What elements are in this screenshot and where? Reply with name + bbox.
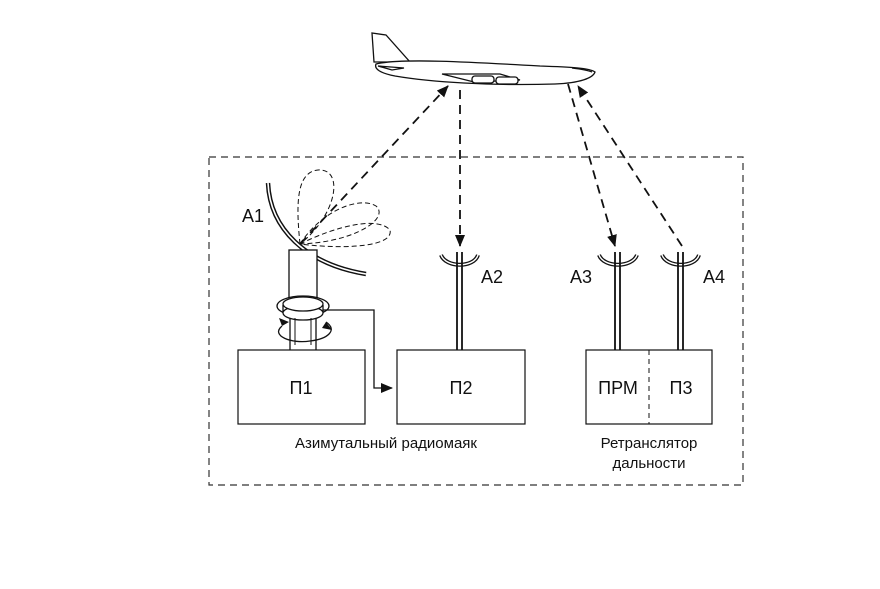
- label-a3: А3: [570, 267, 592, 287]
- label-p3: П3: [670, 378, 693, 398]
- link-aircraft-to-a3: [567, 83, 617, 247]
- antenna-a4: [660, 252, 701, 350]
- block-p2: [396, 349, 526, 425]
- block-p1: [237, 349, 366, 425]
- caption-range-transponder-2: дальности: [612, 455, 685, 472]
- ground-station-boundary: [208, 156, 744, 486]
- label-p1: П1: [290, 378, 313, 398]
- label-a2: А2: [481, 267, 503, 287]
- antenna-a1: [265, 169, 391, 350]
- label-a4: А4: [703, 267, 725, 287]
- label-prm: ПРМ: [598, 378, 638, 398]
- radio-links: [299, 83, 683, 247]
- airplane-icon: [371, 32, 596, 86]
- antenna-a3: [597, 252, 639, 350]
- caption-range-transponder-1: Ретранслятор: [601, 435, 698, 452]
- antenna-a2: [439, 252, 480, 350]
- label-a1: А1: [242, 206, 264, 226]
- connector-p1-p2: [323, 309, 393, 393]
- label-p2: П2: [450, 378, 473, 398]
- caption-azimuth-beacon: Азимутальный радиомаяк: [295, 435, 477, 452]
- link-a4-to-aircraft: [577, 85, 683, 247]
